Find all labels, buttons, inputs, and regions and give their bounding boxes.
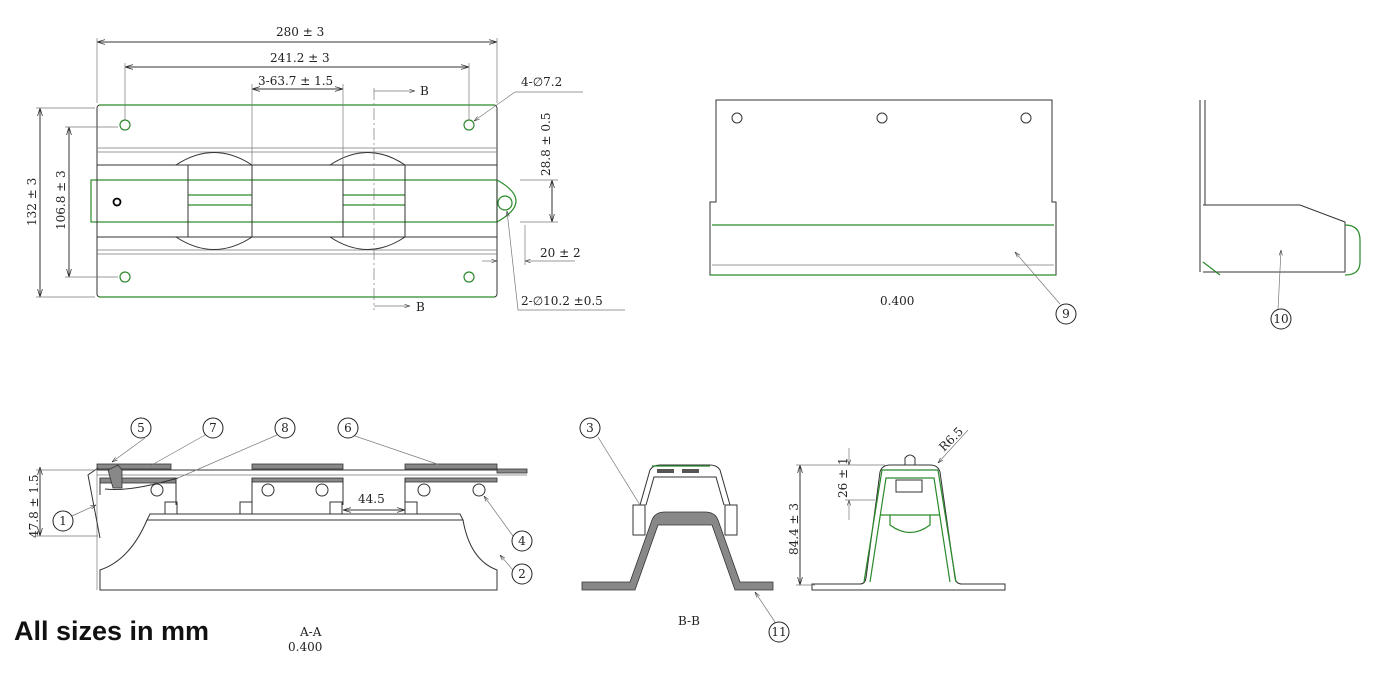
balloon-1: 1: [52, 510, 74, 532]
svg-text:10: 10: [1273, 312, 1288, 326]
dim-hole-spacing: 241.2 ± 3: [270, 51, 330, 65]
section-mark-b: B: [416, 300, 425, 314]
balloon-3: 3: [579, 417, 601, 439]
radius-label: R6.5: [936, 424, 966, 454]
balloon-8: 8: [274, 417, 296, 439]
mounting-hole: [119, 119, 131, 131]
svg-text:1: 1: [59, 514, 67, 528]
balloon-10: 10: [1270, 308, 1292, 330]
dim-tab-holes: 2-∅10.2 ±0.5: [521, 294, 603, 308]
balloon-7: 7: [202, 417, 224, 439]
dim-top: 26 ± 1: [836, 457, 850, 498]
dim-height-aa: 47.8 ± 1.5: [27, 475, 41, 539]
mounting-hole: [119, 271, 131, 283]
dim-tab: 28.8 ± 0.5: [539, 113, 553, 177]
dim-height-front: 84.4 ± 3: [787, 503, 801, 555]
svg-text:5: 5: [137, 421, 145, 435]
side-view: 0.400 9: [709, 99, 1077, 325]
svg-text:4: 4: [518, 534, 526, 548]
svg-text:9: 9: [1062, 307, 1070, 321]
balloon-5: 5: [130, 417, 152, 439]
section-aa-label: A-A: [299, 625, 322, 639]
svg-text:8: 8: [281, 421, 289, 435]
balloon-11: 11: [768, 621, 790, 643]
dim-holes: 4-∅7.2: [521, 75, 562, 89]
dim-width: 132 ± 3: [25, 178, 39, 226]
units-note: All sizes in mm: [14, 616, 210, 646]
svg-text:7: 7: [209, 421, 217, 435]
section-bb-label: B-B: [678, 614, 700, 628]
end-view: 10: [1199, 100, 1361, 330]
svg-text:2: 2: [518, 567, 526, 581]
dim-spacing: 44.5: [358, 492, 385, 506]
balloon-2: 2: [511, 563, 533, 585]
svg-text:6: 6: [344, 421, 352, 435]
section-bb: 3 11 B-B: [579, 417, 790, 643]
side-view-scale: 0.400: [880, 294, 914, 308]
section-aa-scale: 0.400: [288, 640, 322, 654]
dim-hole-width: 106.8 ± 3: [54, 170, 68, 230]
section-mark-b: B: [420, 84, 429, 98]
balloon-4: 4: [511, 530, 533, 552]
top-view: B B 280 ± 3 241.2 ± 3 3-63.7 ± 1.5 4-∅7.…: [25, 25, 625, 314]
svg-text:11: 11: [771, 625, 786, 639]
front-view: 84.4 ± 3 26 ± 1 R6.5: [787, 424, 1006, 591]
mounting-hole: [463, 271, 475, 283]
svg-text:3: 3: [586, 421, 594, 435]
mounting-hole: [463, 119, 475, 131]
dim-length: 280 ± 3: [276, 25, 324, 39]
balloon-6: 6: [337, 417, 359, 439]
section-aa: 47.8 ± 1.5 44.5 1 5 7 8 6 4 2 A-A 0.400: [27, 417, 533, 654]
dim-clamp: 3-63.7 ± 1.5: [258, 74, 333, 88]
dim-tab-offset: 20 ± 2: [540, 246, 581, 260]
balloon-9: 9: [1055, 303, 1077, 325]
